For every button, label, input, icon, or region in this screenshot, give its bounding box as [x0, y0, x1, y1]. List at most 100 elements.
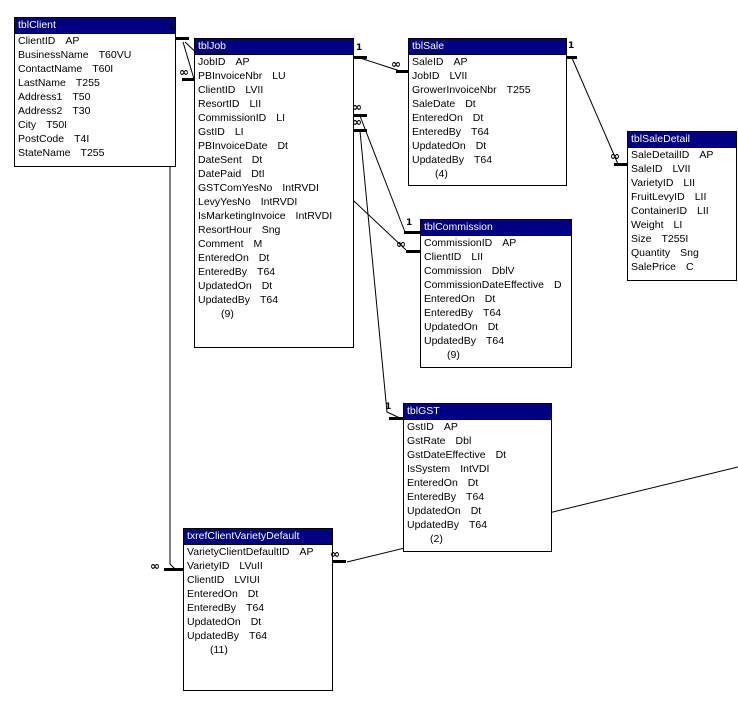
relationship-line-sale-saledetail[interactable]	[571, 57, 619, 165]
cardinality-many-gst-job: ∞	[352, 115, 362, 129]
table-title-tblCommission[interactable]: tblCommission	[421, 220, 571, 236]
table-title-txrefClientVarietyDefault[interactable]: txrefClientVarietyDefault	[184, 529, 332, 545]
table-title-tblSale[interactable]: tblSale	[409, 39, 566, 55]
field-type: T64	[257, 266, 276, 278]
field-name: FruitLevyID	[631, 191, 685, 203]
table-title-tblJob[interactable]: tblJob	[195, 39, 353, 55]
relationship-line-job-sale[interactable]	[359, 57, 401, 72]
relationship-line-gst-job[interactable]	[359, 130, 403, 420]
cardinality-one-gst-job: 1	[385, 402, 392, 412]
join-tick-gst-job	[389, 417, 403, 420]
table-title-tblClient[interactable]: tblClient	[15, 18, 175, 34]
relationship-line-client-job[interactable]	[182, 41, 195, 80]
field-name: EnteredBy	[187, 602, 237, 614]
field-type: AP	[453, 56, 468, 68]
table-title-tblGST[interactable]: tblGST	[404, 404, 551, 420]
record-count-txrefClientVarietyDefault: (11)	[210, 644, 228, 656]
field-type: T64	[259, 294, 279, 306]
field-type: IntRVDI	[295, 210, 333, 222]
relationship-line-commission-job[interactable]	[359, 115, 406, 233]
field-name: StateName	[18, 147, 71, 159]
record-count-tblSale: (4)	[435, 168, 448, 180]
table-title-tblSaleDetail[interactable]: tblSaleDetail	[628, 132, 736, 148]
field-type: Dt	[475, 140, 487, 152]
field-type: T64	[483, 307, 502, 319]
